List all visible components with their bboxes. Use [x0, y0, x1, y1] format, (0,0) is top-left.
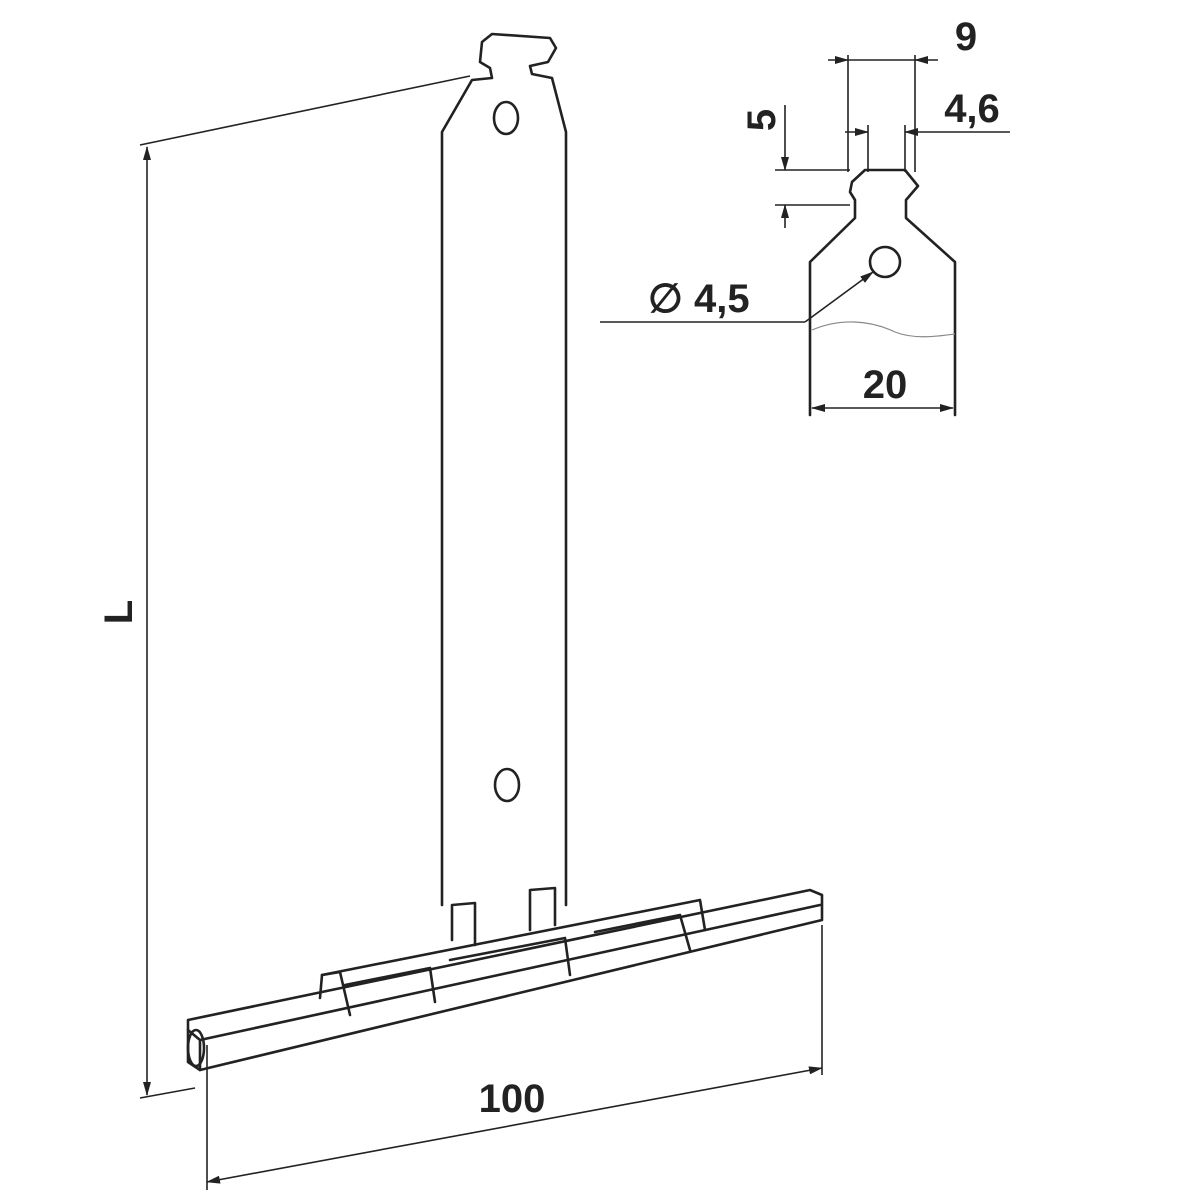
- dimension-100: 100: [206, 925, 823, 1190]
- bottom-hole: [493, 767, 521, 803]
- tab-height-label: 5: [740, 109, 784, 131]
- width-label: 100: [479, 1077, 546, 1121]
- length-label: L: [97, 600, 141, 624]
- dimension-L: L: [97, 75, 471, 1099]
- rail: [186, 888, 824, 1072]
- strap-width-label: 20: [863, 363, 908, 407]
- detail-view: 9 4,6 5 ∅ 4,5 20: [600, 15, 1010, 417]
- strap: [440, 32, 568, 947]
- neck-width-label: 4,6: [944, 87, 1000, 131]
- detail-hole: [868, 245, 902, 279]
- slot-width-label: 9: [955, 15, 977, 59]
- top-hole: [492, 100, 520, 136]
- hole-diameter-label: ∅ 4,5: [648, 277, 750, 321]
